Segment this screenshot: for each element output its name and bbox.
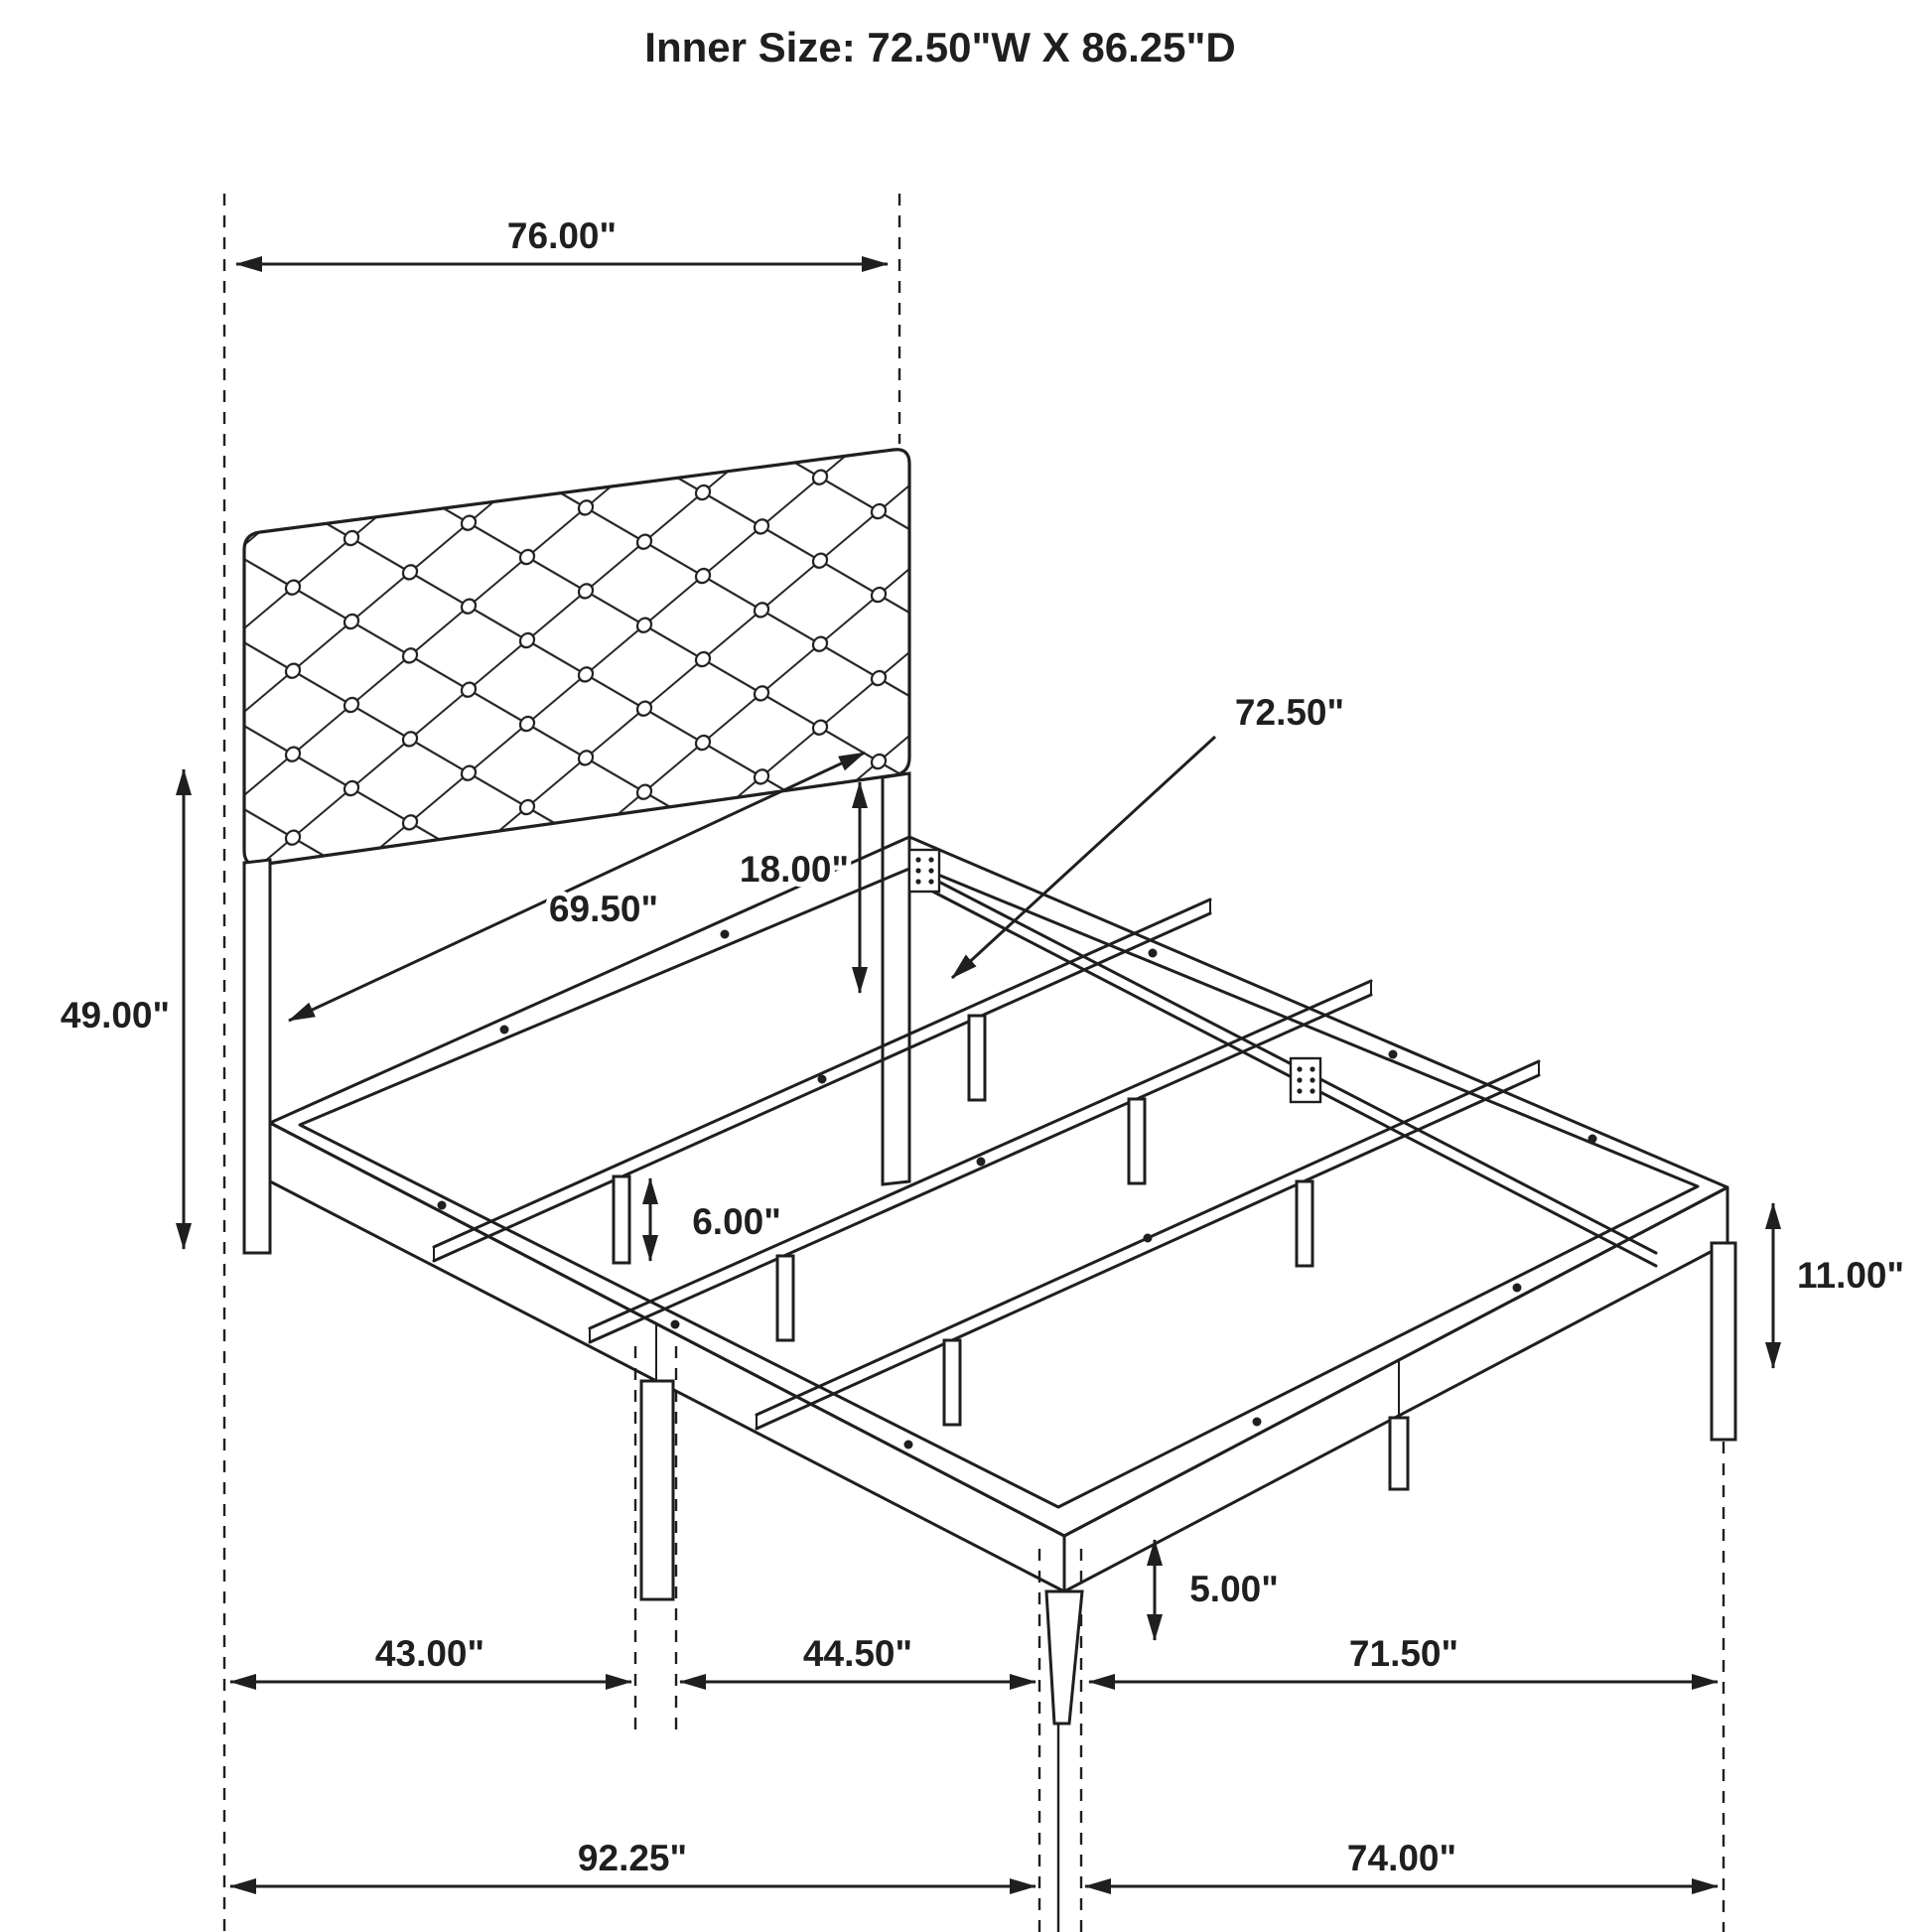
dim-side-rail-height: 11.00"	[1765, 1202, 1909, 1369]
dim-headboard-clearance: 18.00"	[735, 781, 868, 994]
dim-label-headboard-height: 49.00"	[61, 995, 170, 1035]
headboard-panel	[242, 448, 911, 867]
mounting-bracket-mid	[1289, 1056, 1322, 1104]
dim-label-side-rail-height: 11.00"	[1797, 1255, 1904, 1296]
mounting-bracket-head	[907, 848, 941, 894]
frame-foot-face	[1062, 1185, 1729, 1593]
dim-section-mid: 44.50"	[679, 1628, 1036, 1690]
dim-label-support-leg-height: 6.00"	[692, 1201, 781, 1242]
far-right-leg	[1710, 1241, 1737, 1442]
dim-support-leg-height: 6.00"	[642, 1177, 786, 1262]
dim-overall-depth: 92.25"	[229, 1833, 1036, 1894]
slat-support-leg	[775, 1254, 795, 1342]
rail-screw-holes	[437, 929, 1597, 1449]
dim-label-overall-width: 74.00"	[1347, 1838, 1456, 1878]
dim-label-inner-width: 72.50"	[1235, 692, 1344, 733]
dim-overall-width: 74.00"	[1084, 1833, 1719, 1894]
slat-support-leg	[942, 1338, 962, 1427]
dim-label-headboard-width: 76.00"	[507, 215, 617, 256]
frame-rail-top-outer	[268, 835, 1729, 1538]
dimensions: 76.00" 49.00" 69.50" 18.00" 72.50" 6.00"…	[56, 210, 1909, 1894]
dim-section-foot: 71.50"	[1088, 1628, 1719, 1690]
headboard-right-post	[881, 771, 911, 1186]
front-left-leg	[639, 1379, 675, 1601]
dim-front-leg-height: 5.00"	[1147, 1539, 1284, 1641]
dim-label-headboard-clearance: 18.00"	[740, 849, 849, 890]
headboard-left-post	[242, 858, 272, 1255]
cross-slat-2	[588, 979, 1373, 1344]
dim-label-section-mid: 44.50"	[803, 1633, 912, 1674]
dim-headboard-height: 49.00"	[56, 768, 192, 1250]
dim-label-section-head: 43.00"	[375, 1633, 484, 1674]
dim-inner-width: 72.50"	[950, 687, 1349, 980]
dim-label-headboard-panel-width: 69.50"	[549, 889, 658, 929]
dim-label-section-foot: 71.50"	[1349, 1633, 1458, 1674]
frame-rail-top-inner	[298, 864, 1700, 1509]
slat-support-leg	[967, 1014, 987, 1102]
dim-headboard-panel-width: 69.50"	[288, 751, 866, 1023]
extension-lines	[222, 194, 1725, 1932]
far-mid-leg	[1388, 1416, 1410, 1491]
dim-section-head: 43.00"	[229, 1628, 632, 1690]
foot-metal-leg	[1044, 1589, 1084, 1725]
cross-slat-1	[432, 897, 1212, 1265]
page-title: Inner Size: 72.50"W X 86.25"D	[644, 24, 1235, 70]
slat-support-leg	[1127, 1097, 1147, 1185]
cross-slat-3	[755, 1059, 1541, 1431]
bed-frame-drawing	[242, 448, 1737, 1725]
slat-support-leg	[1295, 1179, 1314, 1268]
dim-label-front-leg-height: 5.00"	[1189, 1569, 1279, 1609]
dim-headboard-width: 76.00"	[235, 210, 889, 272]
dim-label-overall-depth: 92.25"	[578, 1838, 687, 1878]
slat-support-leg	[612, 1174, 631, 1265]
